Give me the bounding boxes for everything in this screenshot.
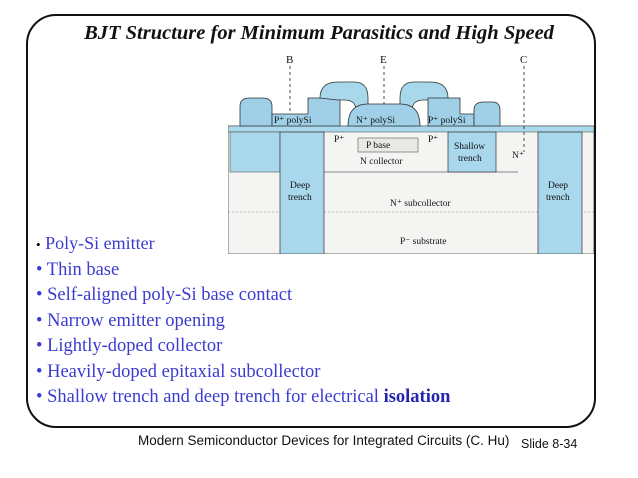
shallow-trench-label-2: trench — [458, 154, 482, 164]
bullet-item: • Narrow emitter opening — [36, 310, 225, 331]
bullet-text: Self-aligned poly-Si base contact — [47, 285, 293, 305]
bullet-bold-text: isolation — [383, 387, 451, 407]
bullet-text: Lightly-doped collector — [47, 336, 223, 356]
terminal-c-label: C — [520, 54, 527, 66]
p-plus-right-label: P⁺ — [428, 135, 438, 145]
slide-frame — [26, 14, 596, 428]
p-polysi-left — [271, 97, 341, 127]
p-base-label: P base — [366, 141, 390, 151]
shallow-trench — [447, 131, 497, 173]
deep-trench-left — [279, 131, 325, 254]
n-plus-subcollector-label: N⁺ subcollector — [390, 199, 452, 209]
footer-citation: Modern Semiconductor Devices for Integra… — [138, 433, 510, 448]
terminal-e-label: E — [380, 54, 387, 66]
bullet-item: • Thin base — [36, 259, 120, 280]
deep-trench-left-label-1: Deep — [290, 181, 310, 191]
bullet-text: Narrow emitter opening — [47, 310, 225, 331]
slide-title: BJT Structure for Minimum Parasitics and… — [84, 22, 554, 44]
bullet-text: Heavily-doped epitaxial subcollector — [47, 361, 321, 382]
left-poly-bump — [239, 97, 273, 127]
bullet-item: • Self-aligned poly-Si base contact — [36, 285, 293, 305]
bullet-item: • Lightly-doped collector — [36, 336, 223, 356]
shallow-trench-label-1: Shallow — [454, 142, 485, 152]
bullet-text: Poly-Si emitter — [45, 233, 155, 253]
bullet-item: • Shallow trench and deep trench for ele… — [36, 387, 451, 407]
bullet-item: • Poly-Si emitter — [36, 233, 155, 253]
deep-trench-right-label-2: trench — [546, 193, 570, 203]
p-polysi-left-label: P⁺ polySi — [274, 116, 312, 126]
n-polysi-emitter — [347, 103, 421, 127]
deep-trench-left-label-2: trench — [288, 193, 312, 203]
bullet-text: Thin base — [46, 259, 120, 280]
deep-trench-right-label-1: Deep — [548, 181, 568, 191]
n-polysi-label: N⁺ polySi — [356, 116, 395, 126]
n-plus-label: N⁺ — [512, 151, 524, 161]
slide-number: Slide 8-34 — [521, 437, 578, 451]
top-oxide — [228, 125, 594, 133]
p-plus-left-label: P⁺ — [334, 135, 344, 145]
right-poly-bump — [473, 101, 501, 127]
bullet-item: • Heavily-doped epitaxial subcollector — [36, 361, 321, 382]
p-polysi-right-label: P⁺ polySi — [428, 116, 466, 126]
deep-trench-right — [537, 131, 583, 254]
bjt-cross-section-diagram: B E C P⁺ polySi N⁺ polySi P⁺ polySi P⁺ P… — [228, 54, 594, 254]
n-collector-label: N collector — [360, 157, 403, 167]
feature-bullet-list: • Poly-Si emitter • Thin base • Self-ali… — [36, 231, 450, 411]
p-minus-substrate-label: P⁻ substrate — [400, 237, 446, 247]
bullet-text: Shallow trench and deep trench for elect… — [47, 387, 384, 407]
terminal-b-label: B — [286, 54, 293, 66]
p-base-region — [357, 137, 419, 153]
left-shallow-oxide — [229, 131, 281, 173]
